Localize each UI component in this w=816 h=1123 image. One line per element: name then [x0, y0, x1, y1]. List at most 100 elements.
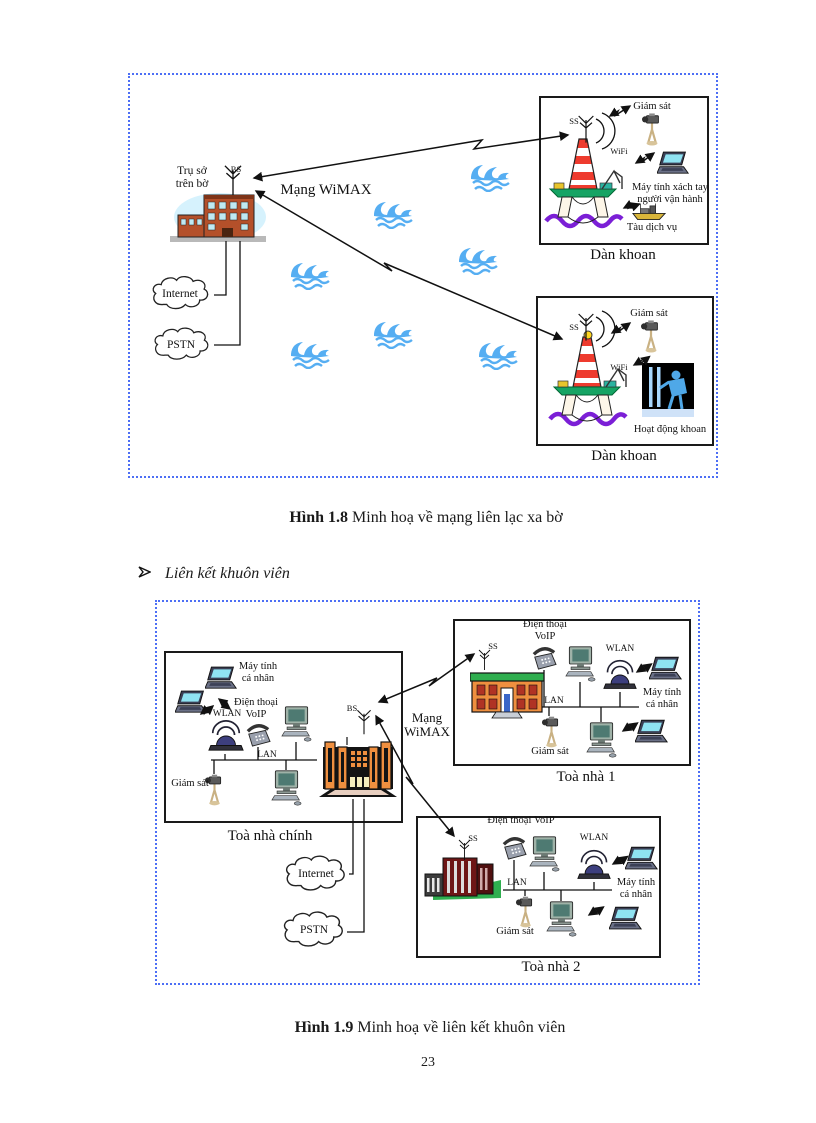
radio-link-icon — [217, 698, 232, 710]
voip-label: Điện thoại VoIP — [487, 815, 555, 826]
building1-icon — [470, 672, 544, 719]
laptop-icon — [609, 906, 642, 930]
internet-label: Internet — [162, 288, 198, 300]
wifi-label: WiFi — [610, 362, 628, 372]
section-heading: Liên kết khuôn viên — [138, 565, 290, 583]
bs-antenna-icon — [356, 709, 372, 735]
laptop-icon — [625, 846, 658, 870]
lan-bus-lines — [211, 742, 317, 774]
radio-link-icon — [608, 105, 632, 118]
wimax-link-arrow-building2 — [375, 714, 455, 838]
radio-link-icon — [611, 855, 629, 866]
wave-icon — [457, 246, 499, 275]
wimax-link-arrow-bottom — [254, 190, 564, 341]
wlan-access-point-icon — [208, 719, 244, 752]
wlan-label: WLAN — [579, 833, 609, 843]
desktop-computer-icon — [281, 706, 312, 742]
monitor-label: Giám sát — [531, 746, 569, 757]
wave-icon — [477, 341, 519, 370]
drilling-label: Hoạt động khoan — [633, 424, 707, 435]
section-heading-text: Liên kết khuôn viên — [165, 565, 290, 582]
radio-link-icon — [199, 705, 215, 716]
laptop-icon — [635, 719, 668, 743]
wan-link-lines — [347, 799, 365, 933]
radio-link-icon — [635, 663, 653, 673]
voip-phone-icon — [502, 837, 527, 860]
building2-caption: Toà nhà 2 — [521, 959, 581, 975]
surveillance-camera-icon — [541, 716, 559, 748]
laptop-icon — [649, 656, 682, 680]
radio-link-icon — [622, 199, 641, 212]
service-ship-label: Tàu dịch vụ — [626, 222, 678, 233]
laptop-icon — [175, 690, 207, 713]
laptop-icon — [205, 666, 237, 689]
ss-label: SS — [569, 322, 579, 332]
pstn-link-line — [214, 241, 241, 346]
wlan-label: WLAN — [605, 644, 635, 654]
surveillance-camera-icon — [515, 896, 533, 928]
service-ship-icon — [632, 203, 666, 221]
wifi-arcs-icon — [595, 112, 616, 150]
wlan-access-point-icon — [603, 659, 637, 690]
shore-building-icon — [170, 192, 266, 243]
wave-icon — [289, 340, 331, 369]
figure2-caption-number: Hình 1.9 — [294, 1019, 354, 1036]
wave-icon — [372, 320, 414, 349]
ss-antenna-icon — [478, 649, 491, 671]
internet-link-line — [214, 241, 227, 296]
wifi-label: WiFi — [610, 146, 628, 156]
voip-phone-icon — [532, 647, 557, 670]
building2-box — [416, 816, 661, 958]
radio-link-icon — [621, 722, 639, 732]
lan-bus-lines — [503, 860, 612, 901]
radio-link-icon — [632, 355, 651, 366]
drilling-operation-icon — [642, 363, 694, 417]
wimax-link-arrow-building1 — [377, 653, 476, 704]
surveillance-camera-icon — [641, 113, 660, 146]
radio-link-icon — [634, 152, 656, 164]
pstn-label: PSTN — [299, 924, 329, 936]
bs-label: BS — [230, 164, 242, 174]
wimax-link-arrow-top — [252, 131, 570, 182]
rig-box-bottom — [536, 296, 714, 446]
lan-label: LAN — [257, 750, 277, 760]
building1-caption: Toà nhà 1 — [556, 769, 616, 785]
monitor-label: Giám sát — [633, 101, 671, 112]
arrow-bullet-icon — [138, 565, 152, 583]
main-building-caption: Toà nhà chính — [227, 828, 313, 844]
ss-label: SS — [488, 641, 498, 651]
operator-laptop-icon — [657, 151, 689, 174]
monitor-label: Giám sát — [496, 926, 534, 937]
wlan-label: WLAN — [212, 709, 242, 719]
rig-caption: Dàn khoan — [590, 247, 656, 263]
wimax-network-label: Mạng WiMAX — [280, 182, 372, 198]
wave-icon — [469, 163, 511, 192]
figure1-caption-number: Hình 1.8 — [289, 509, 349, 526]
lan-label: LAN — [544, 696, 564, 706]
rig-beacon-icon — [583, 330, 593, 340]
desktop-computer-icon — [529, 836, 560, 872]
campus-diagram-canvas — [164, 619, 691, 958]
page-number: 23 — [421, 1055, 435, 1070]
surveillance-camera-icon — [640, 320, 659, 353]
ss-label: SS — [569, 116, 579, 126]
rig-caption: Dàn khoan — [591, 448, 657, 464]
radio-link-icon — [587, 906, 605, 916]
wifi-arcs-icon — [595, 310, 616, 348]
figure2-caption-text: Minh hoạ về liên kết khuôn viên — [357, 1019, 566, 1036]
wave-icon — [372, 200, 414, 229]
wave-icon — [289, 261, 331, 290]
offshore-diagram-canvas — [152, 96, 714, 446]
